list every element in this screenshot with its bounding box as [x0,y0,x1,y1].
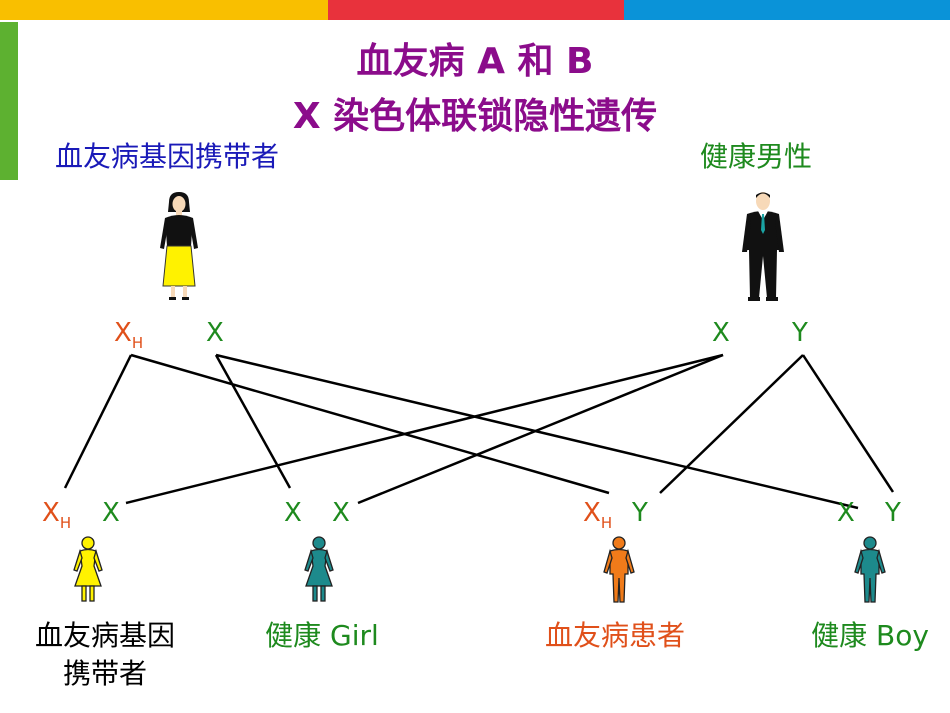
child3-caption: 血友病患者 [544,619,685,652]
title-line-2: X 染色体联锁隐性遗传 [292,96,658,137]
header-bar-red [328,0,624,20]
child4-caption: 健康 Boy [811,619,929,652]
child1-caption: 血友病基因 携带者 [15,617,195,693]
line-mx-to-child2 [214,354,292,489]
mother-allele-xh: XH [114,318,144,352]
child2-caption: 健康 Girl [265,619,379,652]
girl-yellow-icon [73,536,103,602]
header-bar-yellow [0,0,328,20]
father-label: 健康男性 [700,140,813,173]
child4-allele-y: Y [885,498,901,528]
mother-allele-x: X [206,318,224,348]
child1-caption-line1: 血友病基因 [34,619,175,652]
line-fx-to-child2 [357,353,724,505]
header-bar-blue [624,0,950,20]
father-allele-x: X [712,318,730,348]
child3-allele-y: Y [632,498,648,528]
man-in-suit-icon [742,192,784,301]
line-mxh-to-child3 [130,353,610,495]
girl-teal-icon [304,536,334,602]
line-fy-to-child3 [659,354,804,494]
woman-icon [160,192,198,300]
mother-label: 血友病基因携带者 [55,140,280,173]
child1-allele-xh: XH [42,498,72,532]
child3-allele-xh: XH [583,498,613,532]
line-fx-to-child1 [125,353,724,505]
boy-orange-icon [603,536,635,603]
child4-allele-x: X [837,498,855,528]
title-line-1: 血友病 A 和 B [356,41,594,82]
side-bar-green [0,22,18,180]
father-allele-y: Y [792,318,808,348]
child1-caption-line2: 携带者 [62,657,147,690]
child2-allele-x1: X [284,498,302,528]
child2-allele-x2: X [332,498,350,528]
boy-teal-icon [854,536,886,603]
line-mxh-to-child1 [63,354,133,489]
child1-allele-x: X [102,498,120,528]
line-fy-to-child4 [801,354,895,493]
